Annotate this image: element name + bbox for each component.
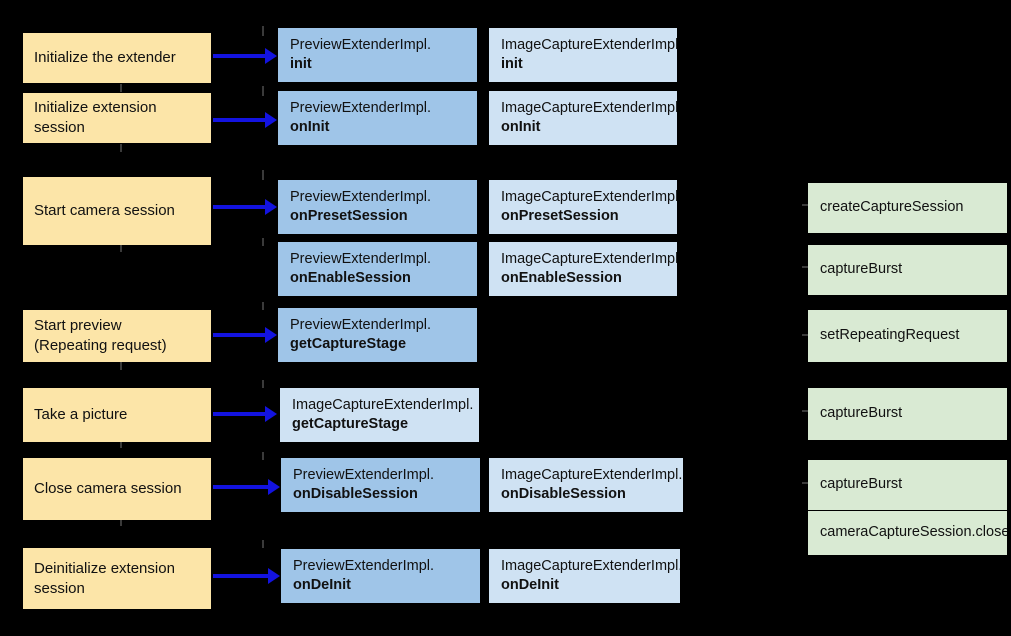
extender-method-name: onPresetSession (501, 208, 619, 224)
flow-arrow-icon (213, 54, 266, 58)
preview-extender-box-prev-1[interactable]: PreviewExtenderImpl. onInit (278, 91, 477, 145)
extender-method-name: onDeInit (501, 577, 559, 593)
camera-api-box-cam-7[interactable]: cameraCaptureSession.close (808, 511, 1007, 555)
extender-class-name: ImageCaptureExtenderImpl. (501, 250, 677, 267)
flow-arrow-icon (213, 205, 266, 209)
extender-class-name: PreviewExtenderImpl. (290, 316, 432, 333)
flow-arrow-icon (213, 412, 266, 416)
image-capture-extender-box-cap-5[interactable]: ImageCaptureExtenderImpl. getCaptureStage (280, 388, 479, 442)
extender-method-name: onDisableSession (293, 486, 418, 502)
extender-method-name: onPresetSession (290, 208, 408, 224)
stage-label: Initialize extension session (34, 99, 157, 136)
extender-class-name: PreviewExtenderImpl. (290, 36, 432, 53)
stage-box-stage-4[interactable]: Start preview (Repeating request) (23, 310, 211, 362)
extender-class-name: ImageCaptureExtenderImpl. (501, 36, 677, 53)
connector-tick (262, 540, 264, 548)
extender-class-name: PreviewExtenderImpl. (290, 99, 432, 116)
connector-tick (262, 170, 264, 180)
extender-class-name: PreviewExtenderImpl. (293, 466, 435, 483)
extender-class-name: ImageCaptureExtenderImpl. (292, 396, 474, 413)
preview-extender-box-prev-2[interactable]: PreviewExtenderImpl. onPresetSession (278, 180, 477, 234)
extender-method-name: onDisableSession (501, 486, 626, 502)
extender-method-name: init (501, 56, 523, 72)
camera-api-box-cam-5[interactable]: captureBurst (808, 388, 1007, 440)
extender-class-name: PreviewExtenderImpl. (290, 250, 432, 267)
connector-tick (802, 334, 808, 336)
connector-tick (120, 244, 122, 252)
extender-class-name: PreviewExtenderImpl. (290, 188, 432, 205)
connector-tick (120, 84, 122, 92)
stage-label: Initialize the extender (34, 49, 176, 67)
connector-tick (262, 302, 264, 310)
extender-method-name: onEnableSession (501, 270, 622, 286)
extender-method-name: onInit (501, 119, 541, 135)
extender-class-name: ImageCaptureExtenderImpl. (501, 99, 677, 116)
image-capture-extender-box-cap-0[interactable]: ImageCaptureExtenderImpl. init (489, 28, 677, 82)
flow-arrow-icon (213, 118, 266, 122)
camera-api-label: cameraCaptureSession.close (820, 524, 1007, 541)
stage-box-stage-1[interactable]: Initialize extension session (23, 93, 211, 143)
stage-label: Take a picture (34, 406, 128, 424)
extender-method-name: onEnableSession (290, 270, 411, 286)
connector-tick (262, 26, 264, 36)
stage-label: Start preview (Repeating request) (34, 317, 167, 354)
connector-tick (262, 452, 264, 460)
camera-api-label: captureBurst (820, 261, 903, 278)
stage-box-stage-0[interactable]: Initialize the extender (23, 33, 211, 83)
extender-method-name: onDeInit (293, 577, 351, 593)
preview-extender-box-prev-3[interactable]: PreviewExtenderImpl. onEnableSession (278, 242, 477, 296)
stage-box-stage-7[interactable]: Deinitialize extension session (23, 548, 211, 609)
image-capture-extender-box-cap-7[interactable]: ImageCaptureExtenderImpl. onDeInit (489, 549, 680, 603)
extender-method-name: onInit (290, 119, 330, 135)
preview-extender-box-prev-0[interactable]: PreviewExtenderImpl. init (278, 28, 477, 82)
camera-api-label: captureBurst (820, 405, 903, 422)
connector-tick (262, 86, 264, 96)
preview-extender-box-prev-6[interactable]: PreviewExtenderImpl. onDisableSession (281, 458, 480, 512)
stage-label: Close camera session (34, 480, 182, 498)
image-capture-extender-box-cap-1[interactable]: ImageCaptureExtenderImpl. onInit (489, 91, 677, 145)
connector-tick (802, 266, 808, 268)
connector-tick (120, 362, 122, 370)
preview-extender-box-prev-7[interactable]: PreviewExtenderImpl. onDeInit (281, 549, 480, 603)
camera-api-box-cam-4[interactable]: setRepeatingRequest (808, 310, 1007, 362)
camera-api-label: setRepeatingRequest (820, 327, 960, 344)
camera-api-box-cam-3[interactable]: captureBurst (808, 245, 1007, 295)
image-capture-extender-box-cap-2[interactable]: ImageCaptureExtenderImpl. onPresetSession (489, 180, 677, 234)
connector-tick (120, 144, 122, 152)
stage-box-stage-6[interactable]: Close camera session (23, 458, 211, 520)
extender-method-name: getCaptureStage (290, 336, 407, 352)
flow-arrow-icon (213, 333, 266, 337)
connector-tick (802, 482, 808, 484)
connector-tick (802, 204, 808, 206)
connector-tick (262, 380, 264, 388)
extender-class-name: ImageCaptureExtenderImpl. (501, 188, 677, 205)
image-capture-extender-box-cap-6[interactable]: ImageCaptureExtenderImpl. onDisableSessio… (489, 458, 683, 512)
extender-class-name: ImageCaptureExtenderImpl. (501, 557, 680, 574)
connector-tick (262, 238, 264, 246)
flow-arrow-icon (213, 574, 269, 578)
connector-tick (802, 410, 808, 412)
stage-box-stage-5[interactable]: Take a picture (23, 388, 211, 442)
camera-api-label: captureBurst (820, 476, 903, 493)
extender-class-name: PreviewExtenderImpl. (293, 557, 435, 574)
camera-api-box-cam-6[interactable]: captureBurst (808, 460, 1007, 510)
connector-tick (120, 440, 122, 448)
image-capture-extender-box-cap-3[interactable]: ImageCaptureExtenderImpl. onEnableSession (489, 242, 677, 296)
extender-method-name: getCaptureStage (292, 416, 409, 432)
connector-tick (120, 518, 122, 526)
preview-extender-box-prev-4[interactable]: PreviewExtenderImpl. getCaptureStage (278, 308, 477, 362)
stage-label: Start camera session (34, 202, 175, 220)
flow-arrow-icon (213, 485, 269, 489)
stage-box-stage-2[interactable]: Start camera session (23, 177, 211, 245)
extender-method-name: init (290, 56, 312, 72)
stage-label: Deinitialize extension session (34, 559, 175, 597)
extender-class-name: ImageCaptureExtenderImpl. (501, 466, 683, 483)
camera-api-label: createCaptureSession (820, 199, 964, 216)
camera-api-box-cam-2[interactable]: createCaptureSession (808, 183, 1007, 233)
